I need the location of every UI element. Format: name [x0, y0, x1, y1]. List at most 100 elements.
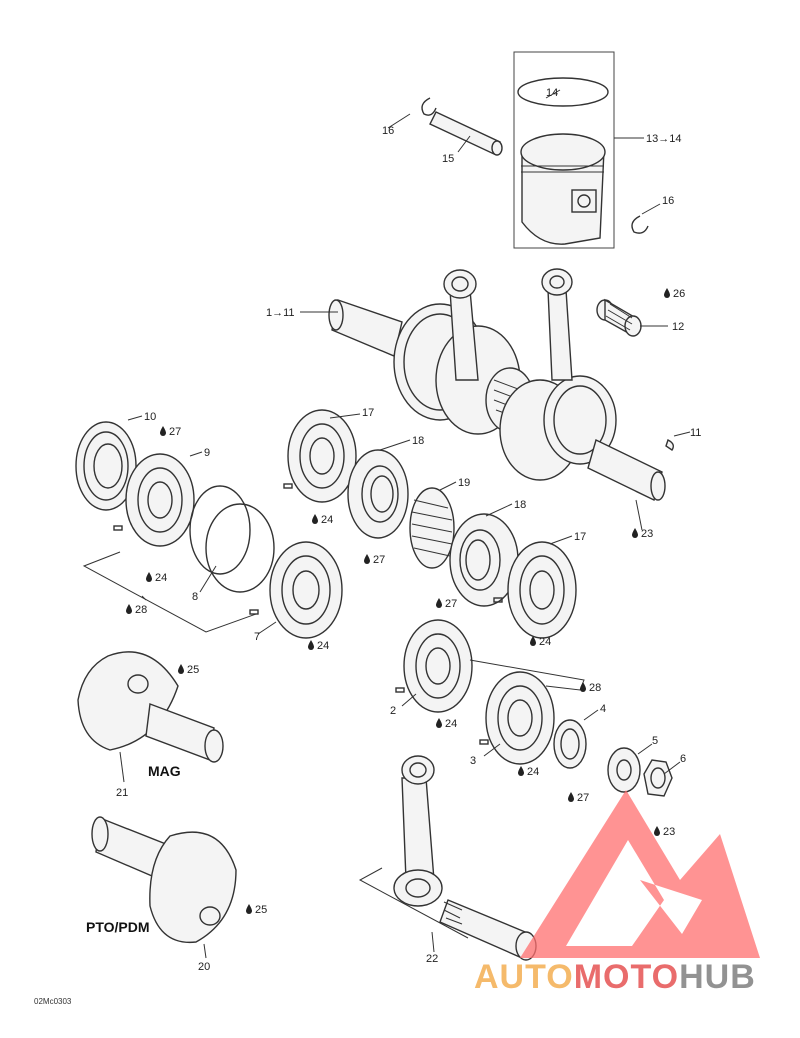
lube-callout: 23 — [632, 528, 653, 540]
ball-bearing-3 — [485, 671, 555, 765]
callout-8: 8 — [192, 591, 198, 603]
callout-labels: 1→11 2 3 4 5 6 7 8 9 10 11 12 13→14 14 1… — [116, 87, 701, 973]
lube-callout: 24 — [146, 572, 167, 584]
drop-icon — [312, 514, 318, 524]
drop-icon — [530, 636, 536, 646]
drop-icon — [364, 554, 370, 564]
lube-callout: 26 — [664, 288, 685, 300]
svg-text:24: 24 — [445, 718, 457, 730]
lubricant-callouts: 26 27 24 28 24 27 27 24 — [126, 288, 685, 916]
circlip-left — [421, 97, 437, 116]
lube-callout: 28 — [126, 604, 147, 616]
svg-text:24: 24 — [527, 766, 539, 778]
callout-9: 9 — [204, 447, 210, 459]
oil-seal-pto — [553, 719, 587, 769]
callout-13-14: 13→14 — [646, 133, 681, 145]
dowel-pin — [283, 483, 293, 489]
crank-half-mag — [77, 651, 224, 763]
svg-text:24: 24 — [317, 640, 329, 652]
lock-washer — [607, 747, 641, 793]
callout-15: 15 — [442, 153, 454, 165]
lube-callout: 24 — [308, 640, 329, 652]
lube-callout: 27 — [160, 426, 181, 438]
callout-17-lower: 17 — [574, 531, 586, 543]
svg-text:24: 24 — [539, 636, 551, 648]
automotohub-watermark: AUTOMOTOHUB — [474, 790, 760, 996]
woodruff-key — [665, 439, 675, 451]
dowel-pin — [493, 597, 503, 603]
con-rod-assembly — [393, 755, 537, 961]
lube-callout: 25 — [246, 904, 267, 916]
svg-text:27: 27 — [577, 792, 589, 804]
svg-text:27: 27 — [445, 598, 457, 610]
watermark-moto: MOTO — [574, 958, 679, 996]
callout-2: 2 — [390, 705, 396, 717]
callout-1-11: 1→11 — [266, 307, 295, 319]
lube-callout: 23 — [654, 826, 675, 838]
snap-ring-8b — [205, 503, 275, 593]
svg-text:28: 28 — [135, 604, 147, 616]
watermark-logo-icon — [520, 790, 760, 958]
pto-label: PTO/PDM — [86, 919, 150, 935]
callout-5: 5 — [652, 735, 658, 747]
crankshaft-assembly — [328, 268, 675, 501]
mag-side-bearings — [75, 409, 357, 639]
callout-21: 21 — [116, 787, 128, 799]
con-rod-pto — [547, 289, 573, 381]
drop-icon — [518, 766, 524, 776]
ball-bearing-2 — [403, 619, 473, 713]
watermark-hub: HUB — [679, 958, 756, 996]
callout-10: 10 — [144, 411, 156, 423]
lube-callout: 28 — [580, 682, 601, 694]
drop-icon — [126, 604, 132, 614]
callout-19: 19 — [458, 477, 470, 489]
drop-icon — [308, 640, 314, 650]
dowel-pin — [113, 525, 123, 531]
leader-lines — [82, 89, 691, 959]
svg-text:23: 23 — [663, 826, 675, 838]
callout-11: 11 — [690, 427, 701, 439]
center-seals-gear — [347, 449, 577, 639]
drop-icon — [160, 426, 166, 436]
lube-callout: 27 — [436, 598, 457, 610]
drop-icon — [178, 664, 184, 674]
svg-text:23: 23 — [641, 528, 653, 540]
drop-icon — [580, 682, 586, 692]
figure-code: 02Mc0303 — [34, 997, 72, 1006]
drop-icon — [146, 572, 152, 582]
svg-text:27: 27 — [169, 426, 181, 438]
svg-text:25: 25 — [255, 904, 267, 916]
lube-callout: 24 — [436, 718, 457, 730]
lube-callout: 24 — [312, 514, 333, 526]
callout-12: 12 — [672, 321, 684, 333]
circlip-right — [631, 215, 649, 234]
snap-ring-8a — [189, 485, 251, 575]
callout-18-upper: 18 — [412, 435, 424, 447]
svg-text:24: 24 — [155, 572, 167, 584]
piston-group-frame — [513, 51, 615, 249]
callout-6: 6 — [680, 753, 686, 765]
lube-callout: 24 — [518, 766, 539, 778]
crank-half-pto — [91, 816, 237, 944]
piston — [521, 149, 605, 245]
callout-16-right: 16 — [662, 195, 674, 207]
dowel-pin — [395, 687, 405, 693]
callout-14: 14 — [546, 87, 558, 99]
drop-icon — [568, 792, 574, 802]
mag-label: MAG — [148, 763, 181, 779]
piston-pin — [429, 111, 501, 155]
ball-bearing-7 — [269, 541, 343, 639]
callout-18-lower: 18 — [514, 499, 526, 511]
drop-icon — [664, 288, 670, 298]
drop-icon — [246, 904, 252, 914]
drop-icon — [654, 826, 660, 836]
drop-icon — [436, 598, 442, 608]
piston-ring — [517, 77, 609, 107]
svg-text:25: 25 — [187, 664, 199, 676]
dowel-pin — [249, 609, 259, 615]
callout-3: 3 — [470, 755, 476, 767]
ball-bearing-9 — [125, 453, 195, 547]
labyrinth-seal-18-upper — [347, 449, 409, 539]
callout-16-left: 16 — [382, 125, 394, 137]
lube-callout: 25 — [178, 664, 199, 676]
